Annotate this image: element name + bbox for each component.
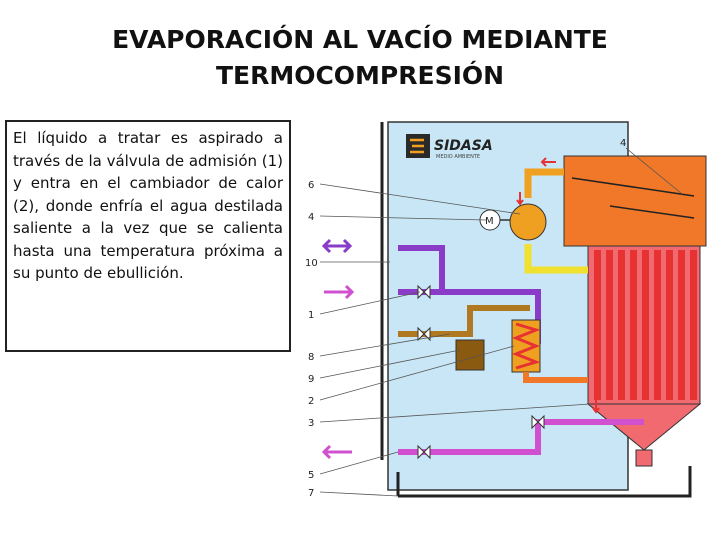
motor-label: M bbox=[485, 216, 494, 227]
thermocompressor bbox=[509, 203, 547, 241]
description-text: El líquido a tratar es aspirado a través… bbox=[13, 129, 284, 282]
arrows bbox=[321, 157, 600, 460]
label-4-top: 4 bbox=[620, 138, 626, 149]
separator-line bbox=[571, 177, 695, 197]
arrow-10-icon bbox=[321, 238, 353, 254]
evaporator-body bbox=[563, 155, 707, 247]
steam-line bbox=[524, 168, 564, 198]
evaporator-diagram: SIDASA MEDIO AMBIENTE M bbox=[305, 121, 707, 499]
label-8: 8 bbox=[308, 352, 314, 363]
arrow-down-icon bbox=[516, 192, 524, 206]
condensate-tank bbox=[455, 339, 485, 371]
title-line-2: TERMOCOMPRESIÓN bbox=[215, 61, 505, 90]
label-9: 9 bbox=[308, 374, 314, 385]
page-title: EVAPORACIÓN AL VACÍO MEDIANTE TERMOCOMPR… bbox=[0, 22, 720, 94]
distillate-line-brown bbox=[398, 305, 530, 337]
vessel-outlet bbox=[635, 449, 653, 467]
valves bbox=[417, 284, 545, 460]
logo-brand: SIDASA bbox=[434, 138, 493, 154]
label-5: 5 bbox=[308, 470, 314, 481]
label-7: 7 bbox=[308, 488, 314, 499]
logo-tagline: MEDIO AMBIENTE bbox=[436, 154, 480, 160]
exchanger-coil bbox=[511, 322, 541, 370]
compressed-steam-line bbox=[524, 244, 588, 274]
separator-line-2 bbox=[609, 205, 695, 219]
arrow-1-icon bbox=[324, 284, 355, 300]
label-1: 1 bbox=[308, 310, 314, 321]
label-3: 3 bbox=[308, 418, 314, 429]
concentrate-line bbox=[523, 372, 588, 383]
title-line-1: EVAPORACIÓN AL VACÍO MEDIANTE bbox=[112, 25, 608, 54]
leader-lines bbox=[319, 147, 683, 497]
label-6: 6 bbox=[308, 180, 314, 191]
arrow-concentrate-icon bbox=[592, 400, 600, 414]
arrow-steam-icon bbox=[540, 157, 556, 167]
vessel-bottom-cone bbox=[586, 403, 702, 451]
description-box: El líquido a tratar es aspirado a través… bbox=[5, 120, 291, 352]
arrow-7-icon bbox=[321, 444, 352, 460]
label-10: 10 bbox=[305, 258, 318, 269]
recirculation-line-7 bbox=[396, 466, 692, 498]
label-2: 2 bbox=[308, 396, 314, 407]
outlet-line-5 bbox=[398, 419, 644, 455]
sidasa-logo: SIDASA MEDIO AMBIENTE bbox=[406, 134, 493, 160]
label-4: 4 bbox=[308, 212, 314, 223]
tubes bbox=[594, 250, 697, 400]
